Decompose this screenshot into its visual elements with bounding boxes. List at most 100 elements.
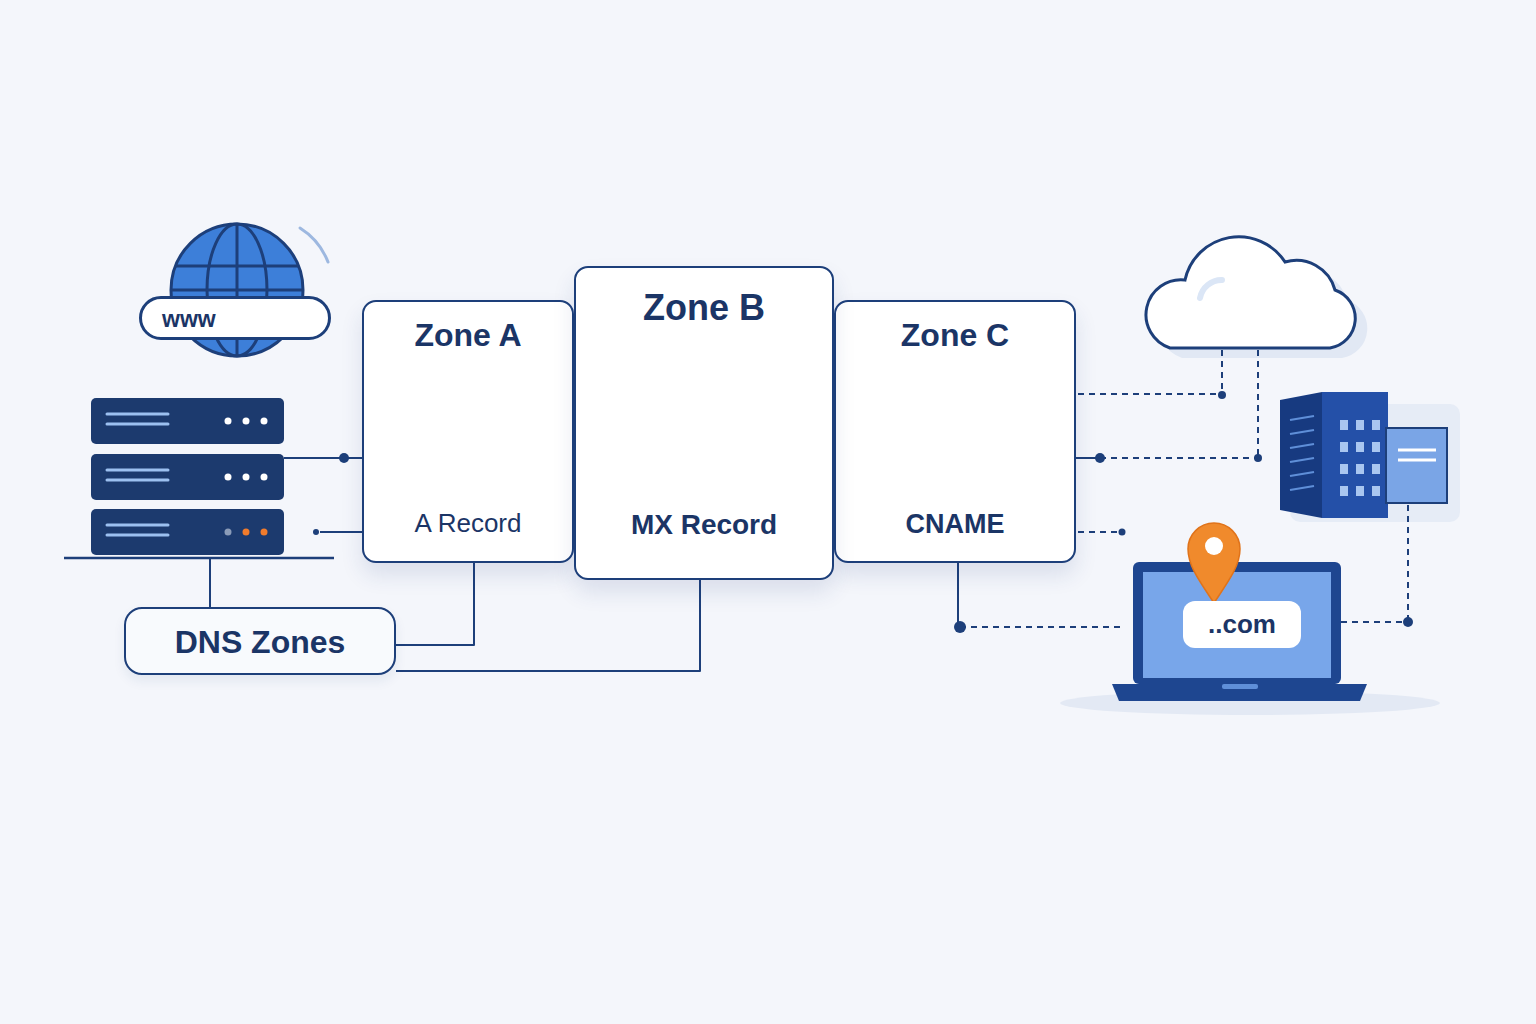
- envelope-icon-part: [640, 383, 757, 465]
- server-wires-part: [284, 457, 362, 459]
- gear-icon-part: [924, 406, 992, 474]
- cloud-illustration: [1146, 237, 1367, 358]
- gear-icon-part: [896, 381, 990, 475]
- leader-dots-part: [954, 621, 966, 633]
- server-wires-part: [209, 558, 211, 607]
- envelope-icon-part: [652, 395, 769, 477]
- server-stack-part-part: [107, 524, 168, 527]
- panel-separators: [372, 344, 1062, 490]
- server-stack-part-part: [107, 469, 168, 472]
- zone-title: Zone B: [576, 286, 832, 329]
- server-wires-part: [320, 531, 362, 533]
- search-icon-part: [295, 306, 311, 322]
- building-illustration-part-part: [1340, 486, 1348, 496]
- building-illustration-part-part: [1340, 420, 1348, 430]
- envelope-icon: [640, 383, 769, 477]
- server-stack-part: [225, 529, 232, 536]
- globe-icon-part: [438, 398, 526, 486]
- gear-icon-part-part: [909, 394, 977, 462]
- leader-dots-part: [1254, 454, 1262, 462]
- building-illustration-part-part: [1290, 472, 1314, 476]
- server-wires-part: [313, 529, 319, 535]
- building-illustration-part: [1398, 450, 1436, 460]
- building-illustration-part: [1290, 416, 1314, 490]
- zone-title: Zone C: [836, 316, 1074, 354]
- globe-icon-part: [424, 429, 512, 432]
- server-stack-part: [64, 557, 334, 560]
- connector-line: [396, 563, 474, 645]
- connector-line: [396, 580, 700, 671]
- building-illustration-part-part: [1290, 444, 1314, 448]
- server-stack: [64, 398, 334, 558]
- leader-wires-part: [957, 563, 959, 627]
- server-stack-part: [91, 398, 284, 444]
- building-illustration-part-part: [1398, 449, 1436, 452]
- building-illustration-part: [1280, 392, 1322, 518]
- url-text: www: [142, 306, 328, 334]
- server-stack-part: [107, 414, 168, 535]
- gear-icon-part-part: [934, 381, 952, 475]
- server-stack-part-part: [243, 474, 250, 481]
- laptop-illustration-part: [1222, 684, 1258, 689]
- server-stack-part: [91, 454, 284, 500]
- dashed-leaders-part: [1257, 350, 1259, 458]
- leader-dots-part: [1403, 617, 1413, 627]
- panel-separators-part: [847, 488, 1046, 490]
- server-stack-part: [91, 509, 284, 555]
- building-illustration-part: [1290, 404, 1460, 522]
- server-stack-part-part: [107, 413, 168, 416]
- globe-illustration-part: [171, 289, 303, 292]
- gear-icon-part-part: [928, 413, 958, 443]
- globe-icon-part: [430, 451, 506, 454]
- search-bar: www: [139, 296, 331, 340]
- server-wires: [210, 453, 362, 607]
- location-pin-part: [1188, 523, 1240, 603]
- server-stack-part-part: [225, 474, 232, 481]
- building-illustration-part-part: [1290, 458, 1314, 462]
- domain-text: ..com: [1183, 609, 1301, 640]
- building-illustration-part: [1322, 392, 1388, 518]
- server-stack-part-part: [107, 479, 168, 482]
- domain-tag: ..com: [1183, 601, 1301, 648]
- gear-icon-part-part: [903, 388, 982, 467]
- location-pin-part: [1205, 537, 1223, 555]
- building-illustration: [1280, 392, 1460, 522]
- server-wires-part: [339, 453, 349, 463]
- laptop-illustration-part: [1133, 562, 1341, 684]
- cloud-illustration-part: [1146, 237, 1355, 348]
- building-illustration-part-part: [1372, 486, 1380, 496]
- building-illustration-part: [1340, 420, 1380, 496]
- leader-dots-part: [1095, 453, 1105, 463]
- panel-separators-part: [387, 489, 562, 491]
- building-illustration-part-part: [1290, 430, 1314, 434]
- record-type: MX Record: [576, 508, 832, 542]
- dashed-leaders-part: [1078, 393, 1222, 395]
- panel-separators-part: [595, 488, 808, 490]
- envelope-icon-part: [640, 386, 757, 434]
- leader-dots-part: [1119, 529, 1126, 536]
- gear-icon-part-part: [903, 388, 982, 467]
- server-stack-part: [243, 529, 250, 536]
- record-type: CNAME: [836, 508, 1074, 540]
- building-illustration-part-part: [1356, 486, 1364, 496]
- server-stack-part-part: [261, 474, 268, 481]
- leader-wires-part: [1076, 457, 1100, 459]
- globe-icon-part: [467, 386, 470, 474]
- zone-panel: Zone A A Record: [362, 300, 574, 563]
- zone-panel: Zone B MX Record: [574, 266, 834, 580]
- building-illustration-part-part: [1290, 416, 1314, 420]
- gear-icon: [896, 381, 992, 475]
- cloud-illustration-part: [1200, 280, 1222, 298]
- dashed-leaders-part: [1078, 531, 1122, 533]
- server-stack-part-part: [107, 534, 168, 537]
- server-stack-part-part: [107, 423, 168, 426]
- envelope-icon-part: [642, 426, 755, 463]
- search-icon: [283, 302, 316, 334]
- record-type: A Record: [364, 508, 572, 539]
- dashed-leaders-part: [960, 626, 1125, 628]
- search-icon-part: [309, 320, 316, 327]
- building-illustration-part-part: [1398, 459, 1436, 462]
- zone-title: Zone A: [364, 316, 572, 354]
- building-illustration-part-part: [1356, 464, 1364, 474]
